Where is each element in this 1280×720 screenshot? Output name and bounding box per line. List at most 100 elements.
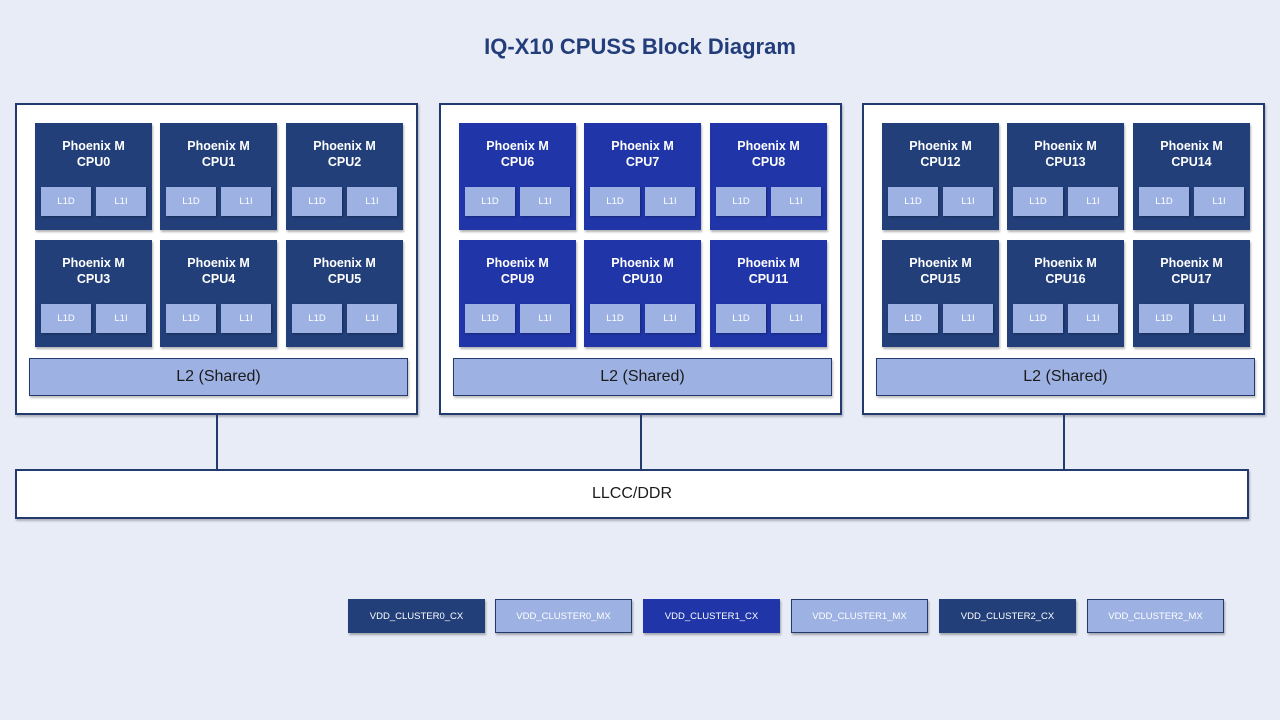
legend-cx-rail: VDD_CLUSTER0_CX — [348, 599, 485, 633]
l1i-cache: L1I — [221, 187, 271, 216]
cpu-core-label: Phoenix M CPU10 — [584, 255, 701, 287]
l1d-cache: L1D — [166, 304, 216, 333]
l1d-cache: L1D — [292, 304, 342, 333]
l2-shared-cache: L2 (Shared) — [29, 358, 408, 396]
cluster1-llcc-link — [640, 415, 642, 469]
legend-cx-rail: VDD_CLUSTER2_CX — [939, 599, 1076, 633]
cpu-id: CPU16 — [1045, 272, 1086, 286]
l1i-cache: L1I — [645, 304, 695, 333]
cpu-id: CPU15 — [920, 272, 961, 286]
legend-mx-rail: VDD_CLUSTER2_MX — [1087, 599, 1224, 633]
cpu-core-type: Phoenix M — [62, 256, 125, 270]
cpu-core-type: Phoenix M — [486, 256, 549, 270]
cpu-id: CPU11 — [748, 272, 789, 286]
llcc-ddr-block: LLCC/DDR — [15, 469, 1249, 519]
cpu-core-type: Phoenix M — [909, 256, 972, 270]
cpu-core-label: Phoenix M CPU3 — [35, 255, 152, 287]
l1i-cache: L1I — [347, 304, 397, 333]
cpu-id: CPU5 — [327, 272, 362, 286]
l1i-cache: L1I — [96, 187, 146, 216]
l1d-cache: L1D — [716, 304, 766, 333]
cpu-core-type: Phoenix M — [611, 256, 674, 270]
cpu-id: CPU7 — [625, 155, 660, 169]
cpu-core-label: Phoenix M CPU9 — [459, 255, 576, 287]
l1i-cache: L1I — [520, 187, 570, 216]
l1d-cache: L1D — [41, 304, 91, 333]
l1d-cache: L1D — [1139, 304, 1189, 333]
cpu-core-label: Phoenix M CPU11 — [710, 255, 827, 287]
legend-mx-rail: VDD_CLUSTER1_MX — [791, 599, 928, 633]
cpu-id: CPU2 — [327, 155, 362, 169]
cluster2-llcc-link — [1063, 415, 1065, 469]
l2-shared-cache: L2 (Shared) — [453, 358, 832, 396]
l1i-cache: L1I — [96, 304, 146, 333]
l1i-cache: L1I — [943, 187, 993, 216]
cpu-core-label: Phoenix M CPU1 — [160, 138, 277, 170]
cpu-core-label: Phoenix M CPU15 — [882, 255, 999, 287]
cpu-id: CPU1 — [201, 155, 236, 169]
l1i-cache: L1I — [221, 304, 271, 333]
cpu-core-label: Phoenix M CPU2 — [286, 138, 403, 170]
cpu-core-type: Phoenix M — [1034, 256, 1097, 270]
l1d-cache: L1D — [1013, 187, 1063, 216]
cpu-core-type: Phoenix M — [313, 256, 376, 270]
l1i-cache: L1I — [1194, 304, 1244, 333]
cpu-id: CPU6 — [500, 155, 535, 169]
l1d-cache: L1D — [41, 187, 91, 216]
l1d-cache: L1D — [292, 187, 342, 216]
l1i-cache: L1I — [520, 304, 570, 333]
cpu-id: CPU10 — [622, 272, 663, 286]
legend-mx-rail: VDD_CLUSTER0_MX — [495, 599, 632, 633]
l1i-cache: L1I — [1068, 304, 1118, 333]
cpu-core-label: Phoenix M CPU16 — [1007, 255, 1124, 287]
cpu-core-type: Phoenix M — [737, 256, 800, 270]
cpu-id: CPU3 — [76, 272, 111, 286]
l1d-cache: L1D — [1139, 187, 1189, 216]
cpu-core-type: Phoenix M — [737, 139, 800, 153]
cpu-core-label: Phoenix M CPU6 — [459, 138, 576, 170]
l1d-cache: L1D — [716, 187, 766, 216]
l1d-cache: L1D — [888, 304, 938, 333]
cpu-core-type: Phoenix M — [62, 139, 125, 153]
cpu-core-type: Phoenix M — [1034, 139, 1097, 153]
l1d-cache: L1D — [465, 304, 515, 333]
cpu-core-type: Phoenix M — [187, 256, 250, 270]
cpu-core-type: Phoenix M — [909, 139, 972, 153]
l1i-cache: L1I — [1068, 187, 1118, 216]
cpu-core-type: Phoenix M — [187, 139, 250, 153]
l1i-cache: L1I — [1194, 187, 1244, 216]
cpu-core-type: Phoenix M — [1160, 256, 1223, 270]
cluster0-llcc-link — [216, 415, 218, 469]
cpu-core-type: Phoenix M — [313, 139, 376, 153]
cpu-core-label: Phoenix M CPU5 — [286, 255, 403, 287]
l1i-cache: L1I — [771, 304, 821, 333]
cpu-id: CPU9 — [500, 272, 535, 286]
cpu-id: CPU14 — [1171, 155, 1212, 169]
l1d-cache: L1D — [590, 304, 640, 333]
l1d-cache: L1D — [888, 187, 938, 216]
cpu-core-type: Phoenix M — [486, 139, 549, 153]
